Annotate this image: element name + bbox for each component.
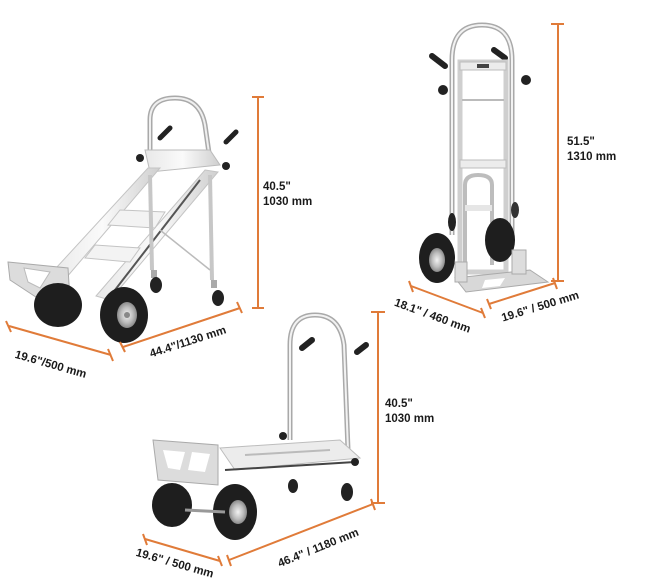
cart3-height-label: 40.5" 1030 mm	[385, 397, 434, 427]
cart3-height-mm: 1030 mm	[385, 413, 435, 425]
cart-inclined-illustration	[7, 95, 239, 343]
cart1-height-label: 40.5" 1030 mm	[263, 180, 312, 210]
cart-upright-illustration	[419, 22, 550, 293]
cart2-height-label: 51.5" 1310 mm	[567, 135, 616, 165]
cart3-height-inches: 40.5"	[385, 398, 413, 410]
cart2-height-mm: 1310 mm	[567, 151, 617, 163]
cart1-height-inches: 40.5"	[263, 181, 291, 193]
cart-flat-illustration	[152, 312, 369, 540]
dimension-lines	[5, 23, 564, 567]
cart1-height-mm: 1030 mm	[263, 196, 313, 208]
cart2-height-inches: 51.5"	[567, 136, 595, 148]
